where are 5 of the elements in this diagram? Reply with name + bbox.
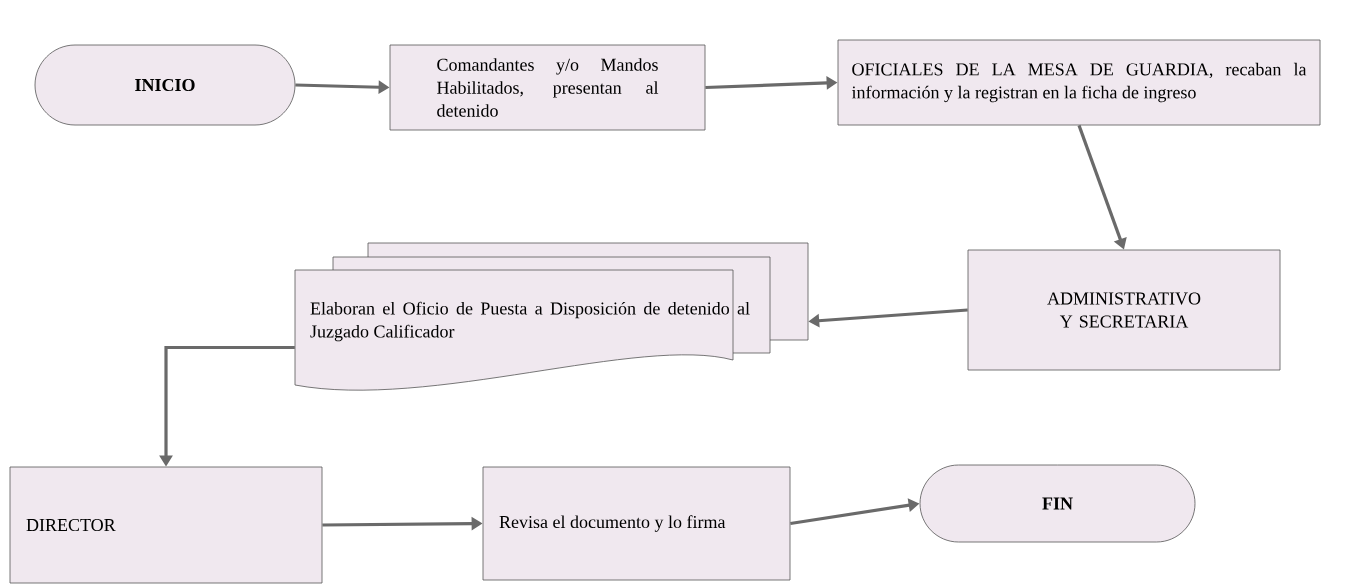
- process-box: OFICIALES DE LA MESA DE GUARDIA, recaban la información y la registran en la ficha de ingreso: [837, 39, 1321, 126]
- process-box: ADMINISTRATIVO Y SECRETARIA: [967, 249, 1281, 371]
- process-box: Comandantes y/o Mandos Habilitados, presentan al detenido: [389, 44, 706, 131]
- process-box: DIRECTOR: [9, 466, 323, 584]
- process-box: Revisa el documento y lo firma: [482, 466, 791, 581]
